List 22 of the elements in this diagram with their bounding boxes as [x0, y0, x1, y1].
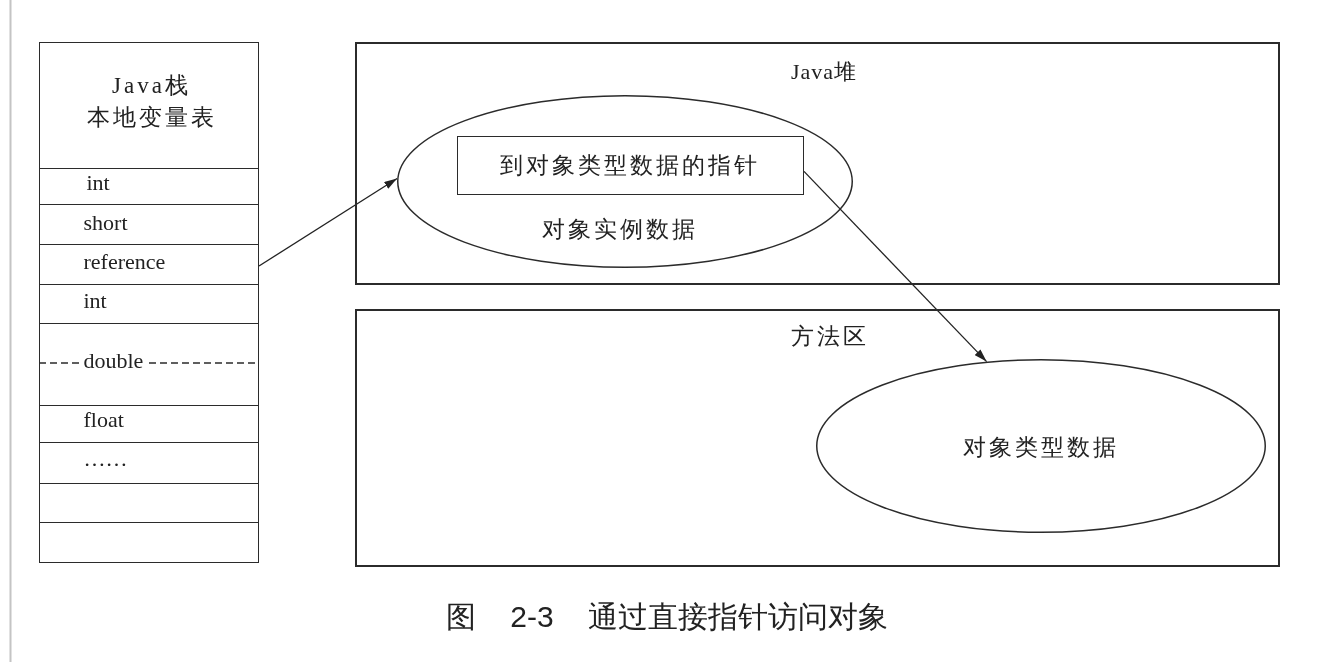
- slot-text: short: [83, 210, 128, 236]
- heading: Java栈: [112, 72, 191, 99]
- field-box: [457, 136, 804, 195]
- ellipse: [397, 95, 853, 268]
- ellipse-label: 对象类型数据: [963, 434, 1119, 462]
- stack-column: [39, 42, 259, 563]
- figure-caption: 图 2-3 通过直接指针访问对象: [446, 599, 888, 635]
- region-title: Java堆: [790, 59, 858, 85]
- ellipse-label: 对象实例数据: [542, 216, 698, 244]
- ellipse: [816, 359, 1266, 533]
- field-label: 到对象类型数据的指针: [499, 152, 760, 179]
- slot-text: reference: [83, 249, 166, 275]
- region-box: [355, 309, 1280, 567]
- slot-text: ……: [83, 446, 128, 472]
- region-title: 方法区: [791, 323, 869, 351]
- slot-text: int: [86, 170, 110, 196]
- arrow: [803, 170, 988, 363]
- slot-text: float: [83, 407, 124, 433]
- region-box: [355, 42, 1280, 285]
- arrow: [258, 177, 398, 267]
- slot-text: int: [83, 288, 107, 314]
- subheading: 本地变量表: [86, 104, 217, 131]
